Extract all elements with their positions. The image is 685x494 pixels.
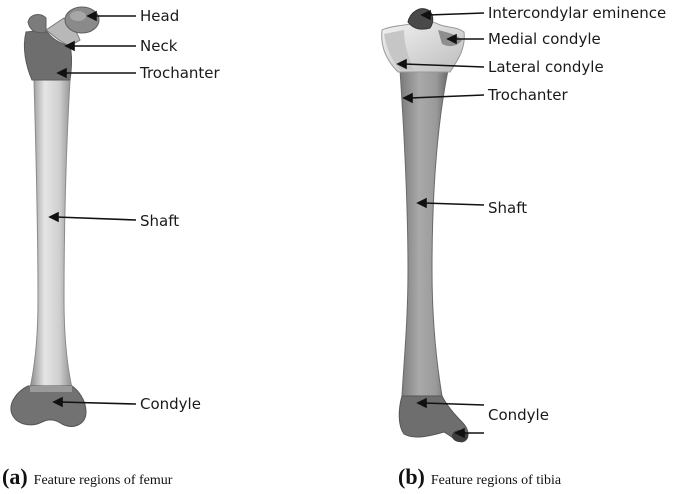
femur-condyle-band xyxy=(30,386,72,392)
femur-head-highlight xyxy=(70,11,86,21)
tibia-label-trochanter: Trochanter xyxy=(488,86,568,104)
caption-b-tag: (b) xyxy=(398,464,425,489)
caption-a-tag: (a) xyxy=(2,464,28,489)
femur-label-condyle: Condyle xyxy=(140,395,201,413)
femur-arrows xyxy=(48,10,137,408)
caption-b: (b) Feature regions of tibia xyxy=(398,466,561,488)
femur-trochanter xyxy=(23,29,72,81)
tibia-label-lateral-condyle: Lateral condyle xyxy=(488,58,604,76)
tibia-shaft xyxy=(399,69,449,397)
femur-label-head: Head xyxy=(140,7,180,25)
femur-condyle xyxy=(10,385,87,427)
caption-a: (a) Feature regions of femur xyxy=(2,466,172,488)
femur-label-trochanter: Trochanter xyxy=(140,64,220,82)
femur-shaft xyxy=(29,79,73,389)
femur-label-shaft: Shaft xyxy=(140,212,180,230)
caption-a-text: Feature regions of femur xyxy=(33,473,173,488)
tibia xyxy=(381,8,469,443)
tibia-label-intercondylar-eminence: Intercondylar eminence xyxy=(488,4,667,22)
femur-greater-trochanter xyxy=(27,14,47,34)
tibia-label-shaft: Shaft xyxy=(488,199,528,217)
tibia-label-medial-condyle: Medial condyle xyxy=(488,30,601,48)
tibia-arrows xyxy=(396,9,485,439)
caption-b-text: Feature regions of tibia xyxy=(430,473,562,488)
tibia-label-condyle: Condyle xyxy=(488,406,549,424)
femur xyxy=(10,6,100,427)
femur-label-neck: Neck xyxy=(140,37,178,55)
